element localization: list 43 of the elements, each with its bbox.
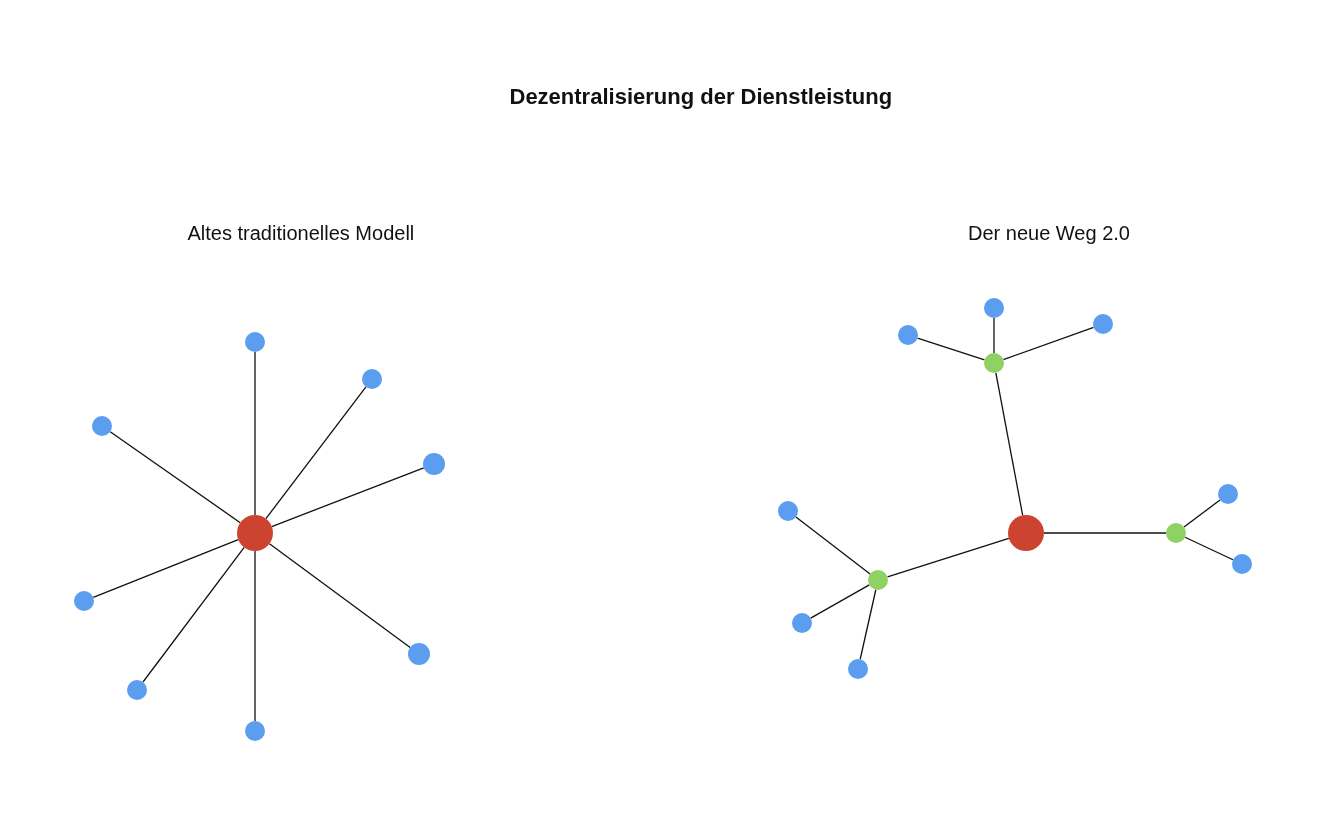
node-circle	[1008, 515, 1044, 551]
node-circle	[778, 501, 798, 521]
connector-line	[993, 317, 995, 354]
node-circle	[245, 721, 265, 741]
connector-line	[268, 543, 411, 649]
node-circle	[423, 453, 445, 475]
node-circle	[868, 570, 888, 590]
connector-line	[859, 589, 877, 660]
connector-line	[916, 337, 986, 361]
connector-line	[254, 351, 256, 516]
node-circle	[848, 659, 868, 679]
connector-line	[1002, 326, 1095, 361]
node-circle	[237, 515, 273, 551]
connector-line	[254, 550, 256, 722]
node-circle	[792, 613, 812, 633]
diagram-title: Dezentralisierung der Dienstleistung	[509, 84, 893, 110]
node-circle	[74, 591, 94, 611]
node-circle	[92, 416, 112, 436]
section-heading: Altes traditionelles Modell	[187, 222, 415, 245]
connector-line	[1043, 532, 1167, 534]
connector-line	[265, 386, 367, 520]
node-circle	[127, 680, 147, 700]
node-circle	[1218, 484, 1238, 504]
connector-line	[109, 431, 241, 524]
node-circle	[362, 369, 382, 389]
node-circle	[1093, 314, 1113, 334]
node-circle	[1166, 523, 1186, 543]
connector-line	[92, 539, 239, 598]
node-circle	[984, 353, 1004, 373]
connector-line	[810, 584, 870, 619]
connector-line	[1184, 536, 1234, 561]
connector-line	[795, 516, 871, 575]
node-circle	[984, 298, 1004, 318]
connector-line	[886, 537, 1010, 578]
connector-line	[1183, 499, 1221, 528]
node-circle	[245, 332, 265, 352]
connector-line	[142, 546, 245, 683]
node-circle	[408, 643, 430, 665]
connector-line	[271, 467, 425, 528]
node-circle	[1232, 554, 1252, 574]
node-circle	[898, 325, 918, 345]
section-heading: Der neue Weg 2.0	[968, 222, 1130, 245]
connector-line	[995, 372, 1024, 516]
